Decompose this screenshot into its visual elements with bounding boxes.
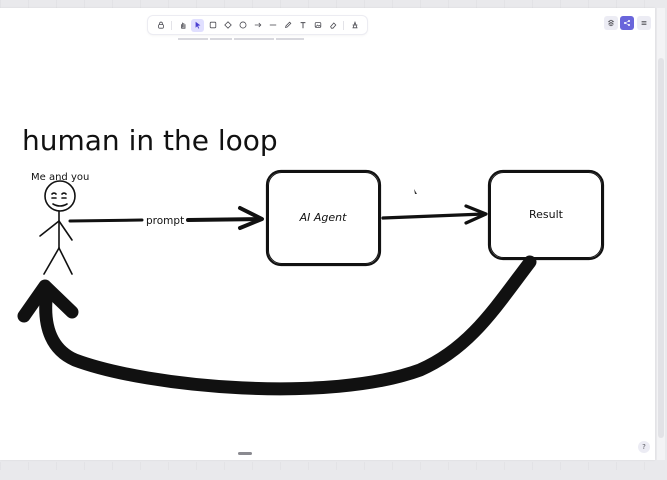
hand-icon[interactable]	[176, 19, 189, 32]
menu-icon	[641, 21, 647, 25]
toolbar-hint	[178, 37, 314, 41]
text-icon[interactable]	[296, 19, 309, 32]
canvas-title[interactable]: human in the loop	[22, 124, 278, 157]
prompt-label[interactable]: prompt	[146, 215, 184, 227]
arrow-icon[interactable]	[251, 19, 264, 32]
horizontal-scroll-indicator[interactable]	[238, 452, 252, 455]
library-icon	[607, 19, 615, 27]
line-icon[interactable]	[266, 19, 279, 32]
vertical-scrollbar[interactable]	[657, 8, 665, 460]
cursor-icon	[414, 189, 417, 194]
ellipse-icon[interactable]	[236, 19, 249, 32]
share-icon	[623, 19, 631, 27]
help-icon: ?	[642, 443, 646, 451]
rectangle-icon[interactable]	[206, 19, 219, 32]
feedback-loop-arrow[interactable]	[17, 255, 537, 396]
top-ruler	[0, 0, 667, 8]
toolbar-separator	[171, 20, 172, 30]
bottom-ruler	[0, 462, 667, 470]
share-button[interactable]	[620, 16, 634, 30]
pencil-icon[interactable]	[281, 19, 294, 32]
menu-button[interactable]	[637, 16, 651, 30]
prompt-arrow[interactable]	[68, 206, 264, 230]
person-label[interactable]: Me and you	[31, 172, 89, 183]
scrollbar-thumb[interactable]	[658, 58, 664, 438]
image-icon[interactable]	[311, 19, 324, 32]
stick-figure[interactable]	[39, 180, 76, 275]
help-button[interactable]: ?	[638, 441, 650, 453]
ai-agent-label: AI Agent	[299, 211, 348, 224]
agent-to-result-arrow[interactable]	[381, 204, 488, 225]
eraser-icon[interactable]	[326, 19, 339, 32]
result-label: Result	[529, 208, 564, 221]
main-toolbar	[148, 16, 367, 34]
toolbar-separator	[343, 20, 344, 30]
more-tools-icon[interactable]	[348, 19, 361, 32]
drawing-layer[interactable]: human in the loop Me and you	[0, 8, 655, 460]
pointer-icon[interactable]	[191, 18, 204, 32]
diamond-icon[interactable]	[221, 19, 234, 32]
lock-icon[interactable]	[154, 19, 167, 32]
result-box[interactable]	[487, 169, 605, 261]
ai-agent-box[interactable]	[265, 169, 382, 267]
library-button[interactable]	[604, 16, 618, 30]
drawing-canvas[interactable]: human in the loop Me and you	[0, 8, 655, 460]
